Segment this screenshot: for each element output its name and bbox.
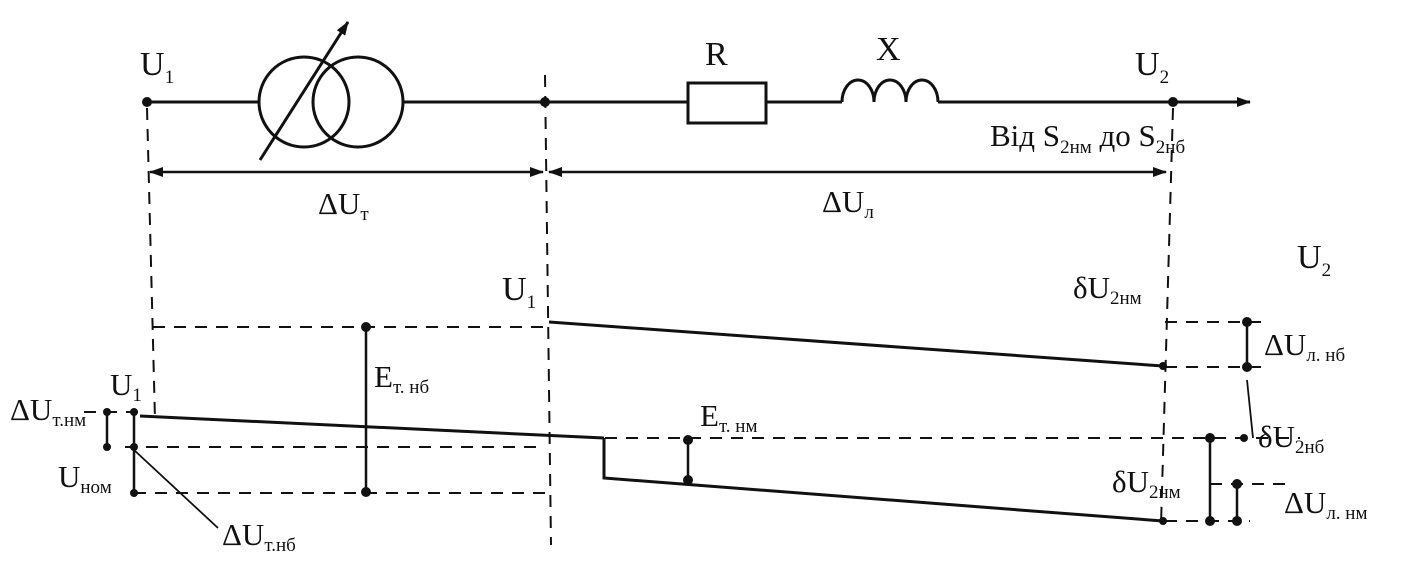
dot-du-l-nb-top	[1242, 317, 1252, 327]
inductor-symbol	[840, 78, 940, 103]
leader-du-t-nb	[133, 449, 219, 529]
transformer-winding-secondary	[311, 55, 405, 149]
circuit-schematic: U1 R X U2 Від S2нм до S2нб	[140, 21, 1251, 161]
dot-du-t-nm-bottom	[103, 443, 111, 451]
label-u-nom: Uном	[58, 459, 112, 498]
dot-du-l-nm-bottom	[1232, 516, 1242, 526]
label-du-l-nm: ΔUл. нм	[1284, 485, 1368, 524]
drop-dimensions: ΔUт ΔUл	[149, 167, 1167, 225]
node-u2	[1168, 97, 1178, 107]
dot-e-t-nb-bottom	[361, 487, 371, 497]
dot-du-l-nm-top	[1232, 479, 1242, 489]
label-e-t-nb: Eт. нб	[374, 359, 429, 398]
dot-u2-min	[1159, 517, 1167, 525]
node-u1	[142, 97, 152, 107]
dot-du-2nm-top	[1205, 433, 1215, 443]
dot-e-t-nm-bottom	[683, 475, 693, 485]
label-du-t-nm: ΔUт.нм	[10, 392, 86, 431]
reference-levels	[84, 321, 1300, 522]
dot-u1-left	[130, 408, 138, 416]
dot-du-2nm-bottom	[1205, 516, 1215, 526]
leader-du-2nb	[1246, 379, 1254, 439]
profile-min-load	[602, 438, 1164, 523]
guide-u1	[146, 107, 156, 421]
dot-e-t-nb-top	[361, 322, 371, 332]
label-du-2nb: δU2нб	[1258, 419, 1324, 458]
voltage-profile-graph: U2 U1 δU2нм Eт. нб Eт. нм U1 ΔUт.нм Uном…	[10, 239, 1368, 556]
dot-u-nom	[130, 489, 138, 497]
label-u2-top: U2	[1135, 46, 1169, 88]
label-e-t-nm: Eт. нм	[700, 398, 758, 437]
label-du-l: ΔUл	[822, 184, 874, 223]
label-du-l-nb: ΔUл. нб	[1264, 327, 1345, 366]
resistor-symbol	[686, 81, 768, 125]
label-u2-axis: U2	[1297, 239, 1331, 281]
label-x: X	[876, 31, 901, 68]
label-r: R	[705, 36, 728, 73]
label-u1-left: U1	[110, 367, 142, 406]
label-du-t: ΔUт	[318, 186, 369, 225]
dot-u2-max	[1159, 362, 1167, 370]
label-u1-mid: U1	[502, 271, 536, 313]
label-du-2nm-bottom: δU2нм	[1112, 464, 1181, 503]
dot-du-2nb	[1240, 434, 1248, 442]
guide-mid	[544, 74, 552, 546]
label-du-t-nb: ΔUт.нб	[222, 517, 296, 556]
dot-du-t-nm-top	[103, 408, 111, 416]
profile-transformer	[139, 414, 605, 440]
dot-t-nm-left	[130, 443, 138, 451]
transformer-winding-primary	[257, 55, 351, 149]
regulating-arrow-icon	[258, 21, 350, 161]
label-u1-top: U1	[140, 46, 174, 88]
dot-du-l-nb-bottom	[1242, 362, 1252, 372]
guide-u2	[1160, 107, 1174, 526]
vertical-guides	[146, 74, 1174, 546]
profile-max-load	[548, 320, 1164, 368]
dot-e-t-nm-top	[683, 435, 693, 445]
label-load-range: Від S2нм до S2нб	[990, 118, 1185, 158]
label-du-2nm-top: δU2нм	[1073, 270, 1142, 309]
